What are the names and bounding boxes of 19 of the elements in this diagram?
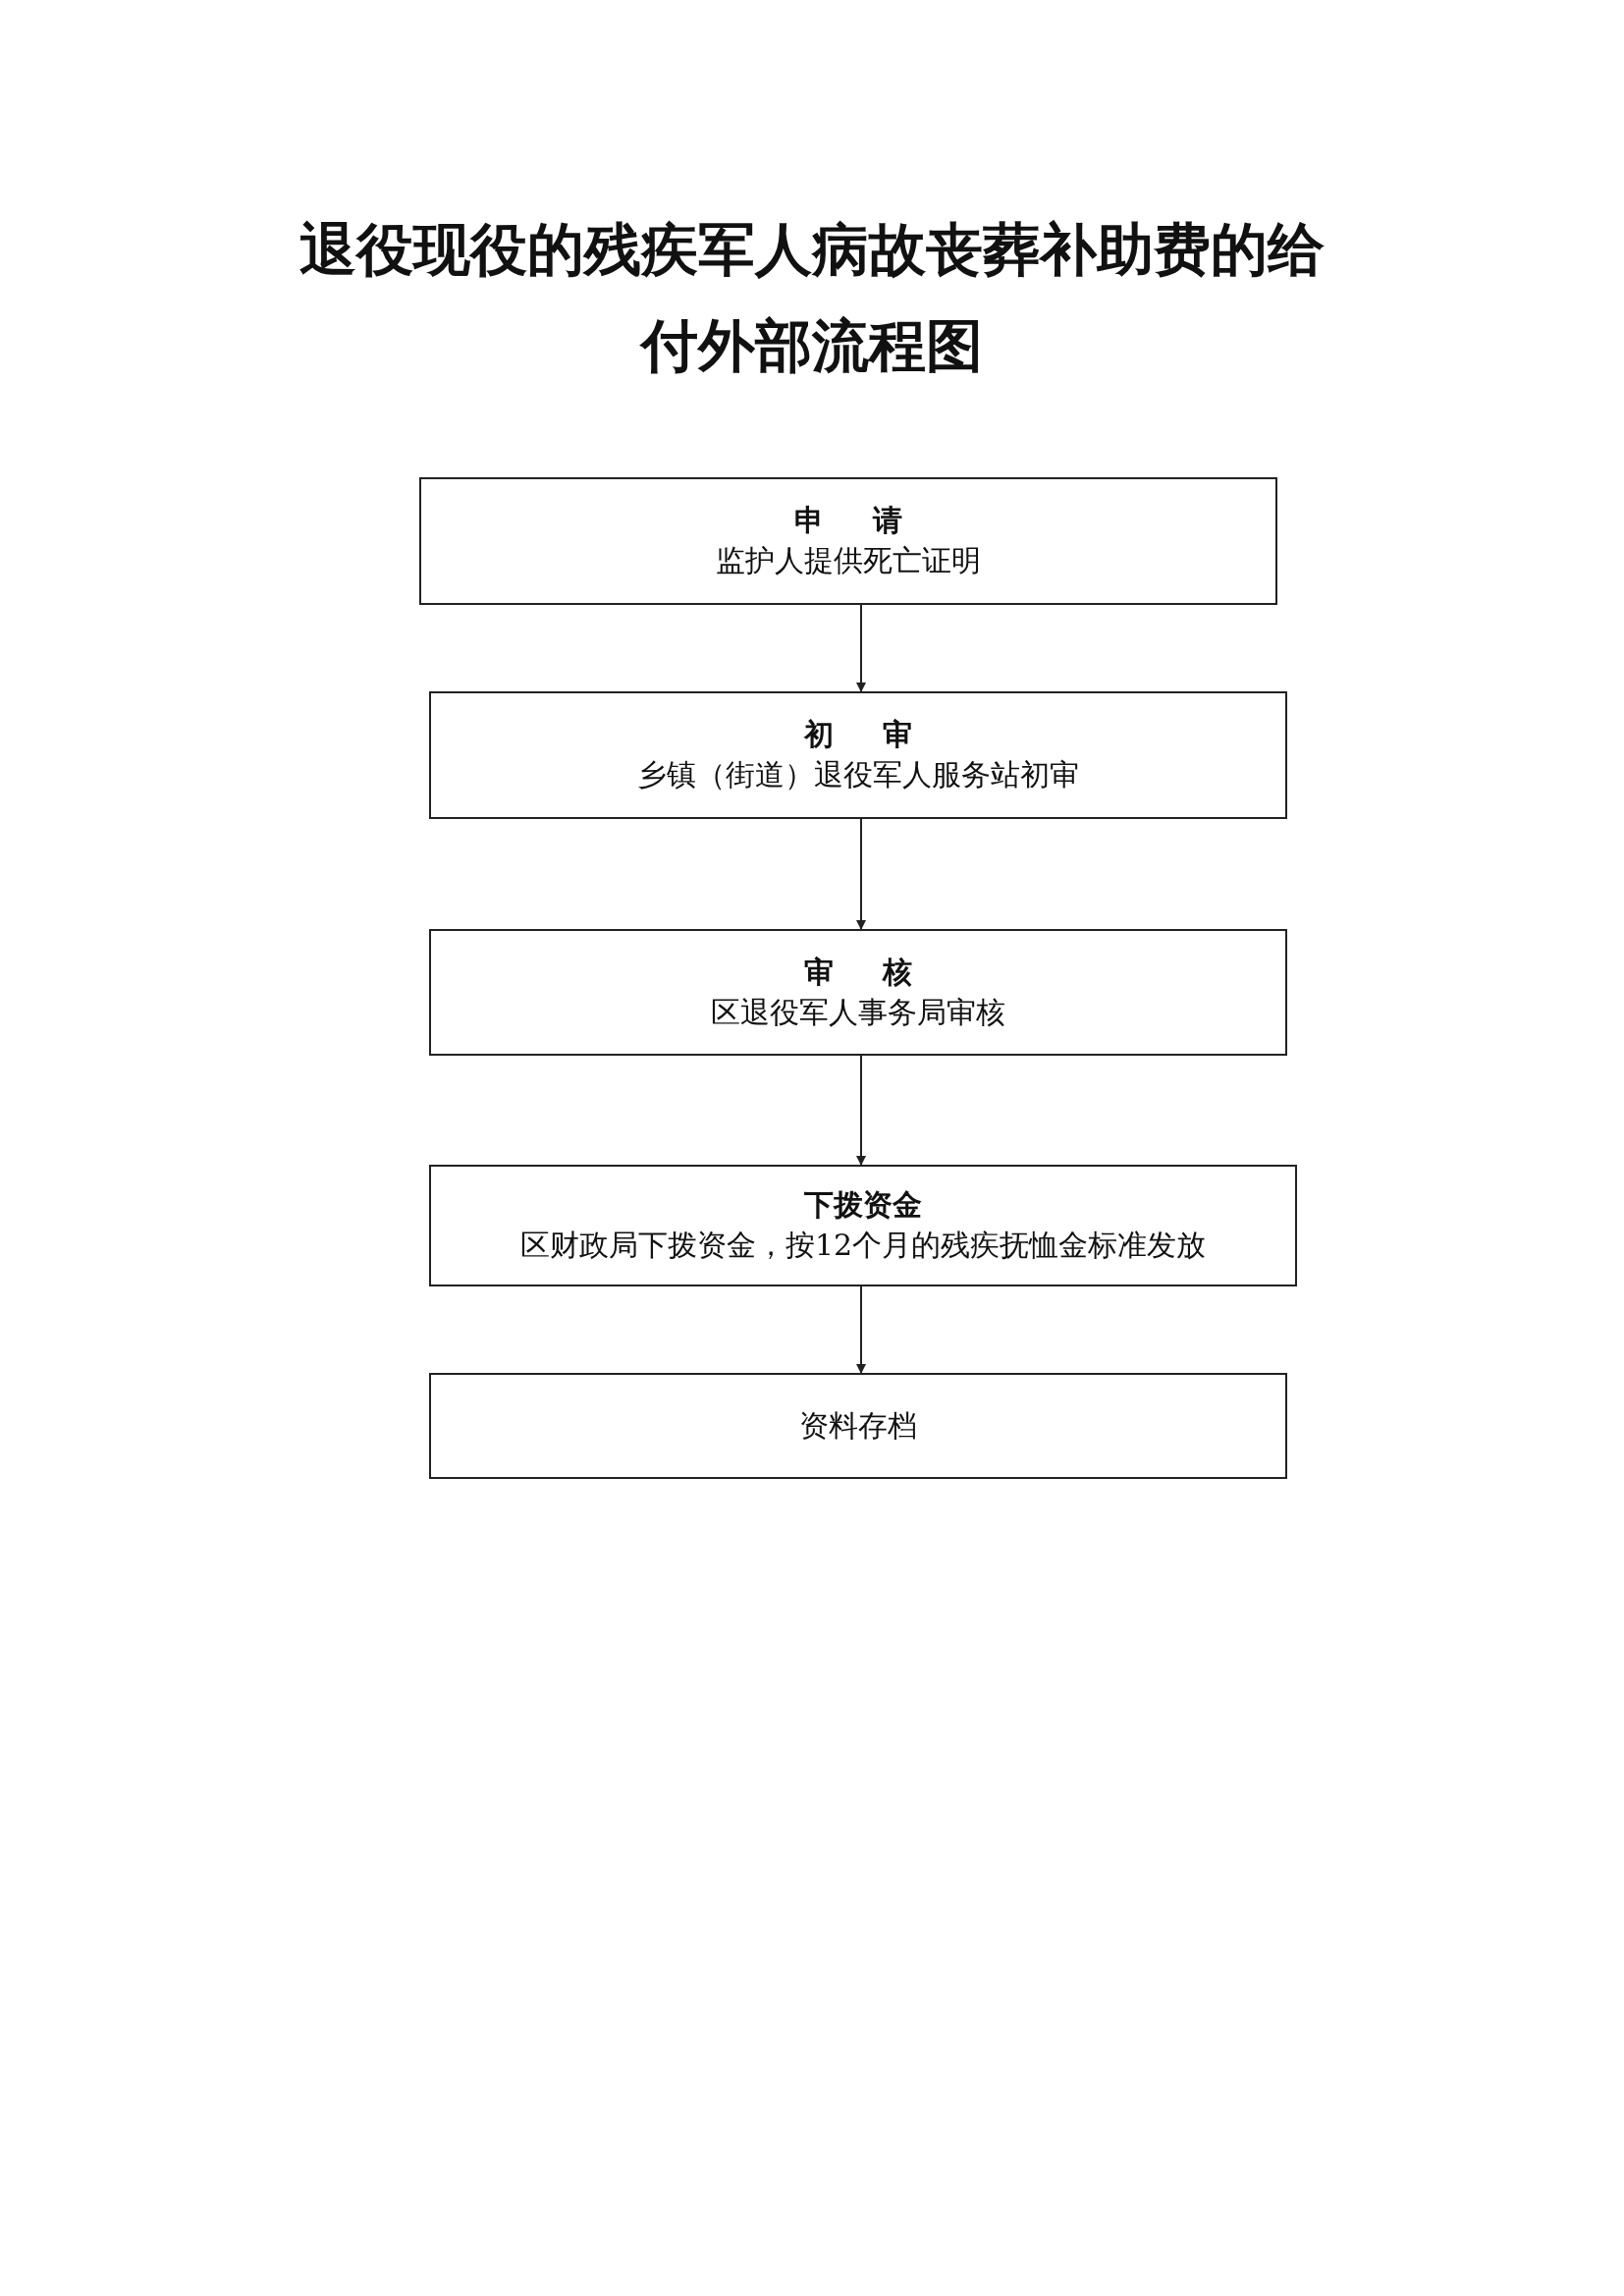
process-box bbox=[429, 929, 1287, 1056]
step-text: 监护人提供死亡证明 bbox=[716, 542, 981, 579]
process-box bbox=[429, 691, 1287, 819]
arrow bbox=[856, 818, 866, 930]
step-heading: 初 审 bbox=[803, 716, 913, 753]
step-text: 乡镇（街道）退役军人服务站初审 bbox=[637, 756, 1079, 793]
process-box bbox=[429, 1373, 1287, 1479]
step-text: 区财政局下拨资金，按12个月的残疾抚恤金标准发放 bbox=[519, 1227, 1207, 1264]
arrow bbox=[856, 604, 866, 692]
process-box bbox=[419, 477, 1277, 605]
step-heading: 申 请 bbox=[793, 502, 903, 539]
title: 退役现役的残疾军人病故丧葬补助费的给付外部流程图 bbox=[298, 215, 1326, 381]
arrow bbox=[856, 1055, 866, 1166]
step-text: 区退役军人事务局审核 bbox=[711, 993, 1005, 1031]
step-heading: 下拨资金 bbox=[804, 1186, 922, 1224]
step-text: 资料存档 bbox=[799, 1407, 917, 1445]
step-heading: 审 核 bbox=[803, 953, 913, 991]
arrow bbox=[856, 1285, 866, 1374]
process-box bbox=[429, 1165, 1297, 1286]
